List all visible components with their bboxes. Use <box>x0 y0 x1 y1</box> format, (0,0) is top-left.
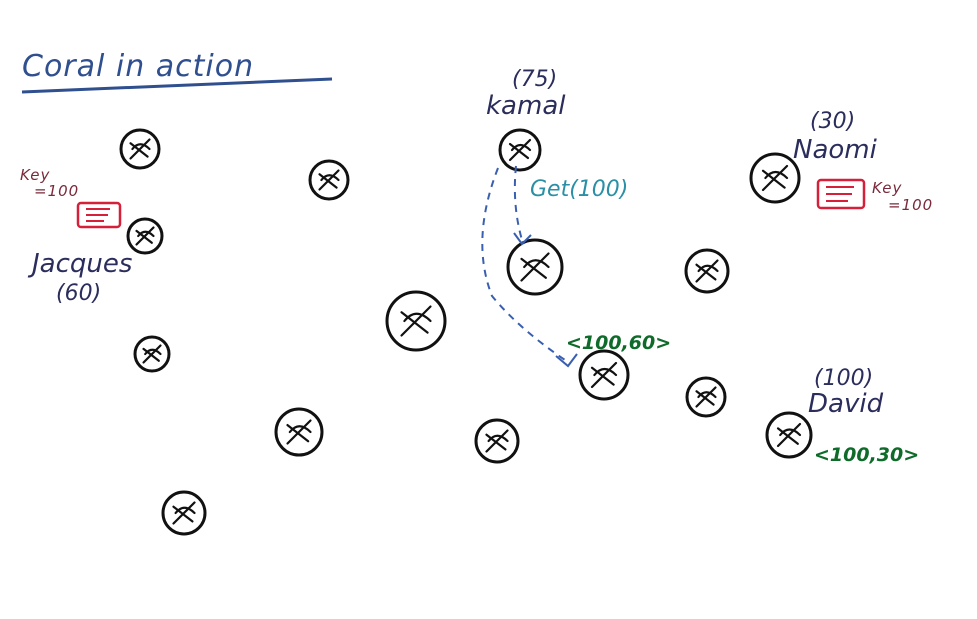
lookup-arrowhead <box>555 353 578 368</box>
node-d <box>749 152 801 204</box>
naomi-key-line2: =100 <box>888 196 933 214</box>
node-c <box>498 128 542 172</box>
jacques-key-line1: Key <box>20 166 51 184</box>
kamal-value: (75) <box>512 67 557 92</box>
naomi-value: (30) <box>810 109 855 134</box>
node-g <box>684 248 730 294</box>
node-l <box>274 407 324 457</box>
node-e <box>126 217 164 255</box>
title-underline <box>21 77 333 94</box>
node-k <box>685 376 727 418</box>
get-request-label: Get(100) <box>530 177 628 202</box>
lookup-arrow-to-node <box>481 167 569 363</box>
node-i <box>133 335 171 373</box>
jacques-label: Jacques <box>27 249 132 279</box>
naomi-label: Naomi <box>793 135 878 165</box>
naomi-key-line1: Key <box>872 179 903 197</box>
node-h <box>385 290 447 352</box>
get-arrowhead <box>513 232 532 246</box>
get-arrow-to-node <box>513 165 523 241</box>
node-j <box>578 349 630 401</box>
node-n <box>765 411 813 459</box>
jacques-key-document-icon <box>76 201 122 229</box>
node-m <box>474 418 520 464</box>
node-a <box>119 128 161 170</box>
jacques-key-line2: =100 <box>34 182 79 200</box>
david-label: David <box>808 389 884 419</box>
david-value: (100) <box>814 366 873 391</box>
naomi-key-document-icon <box>816 178 866 210</box>
jacques-value: (60) <box>56 281 101 306</box>
node-f <box>506 238 564 296</box>
diagram-title: Coral in action <box>22 49 254 84</box>
tuple-100-30: <100,30> <box>814 444 919 466</box>
node-layer <box>119 128 813 536</box>
node-b <box>308 159 350 201</box>
node-o <box>161 490 207 536</box>
kamal-label: kamal <box>486 91 566 121</box>
tuple-100-60: <100,60> <box>566 332 671 354</box>
